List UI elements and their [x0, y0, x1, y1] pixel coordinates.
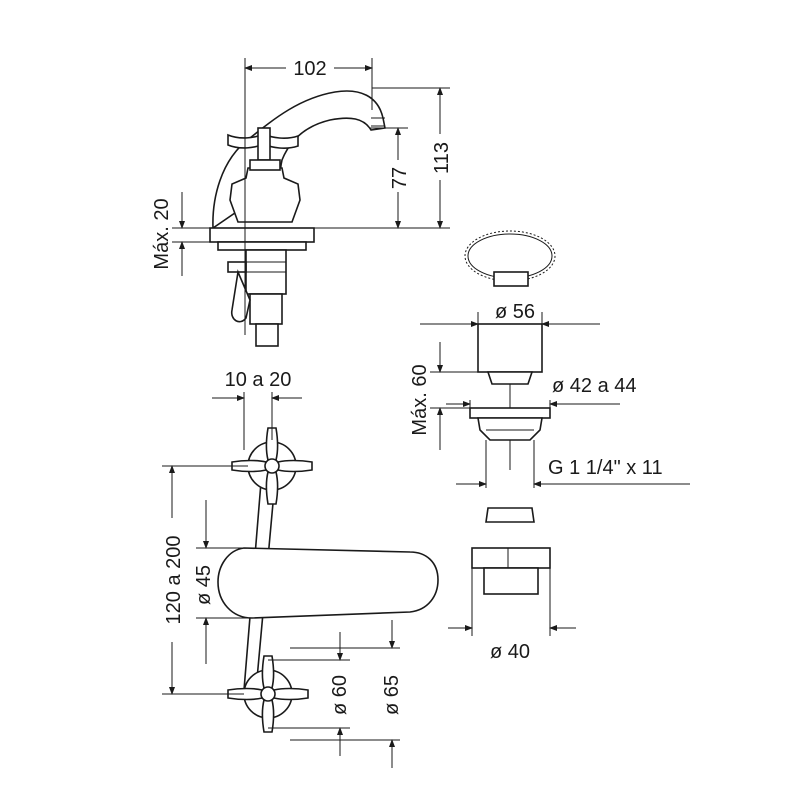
dim-chain-diameter: ø 56 [495, 301, 535, 323]
dim-spout-height: 77 [389, 167, 411, 189]
dim-total-height: 113 [431, 142, 453, 174]
waste-assembly: Máx. 60 ø 42 a 44 G 1 1/4" x 11 ø 40 [409, 312, 690, 663]
dim-spout-reach: 102 [293, 58, 326, 80]
lower-cross-handle [227, 655, 309, 733]
dim-waste-flange: ø 42 a 44 [552, 375, 637, 397]
dim-max-deck-right: Máx. 60 [409, 364, 431, 435]
dim-nut-diameter: ø 40 [490, 641, 530, 663]
dim-max-deck-left: Máx. 20 [151, 198, 173, 269]
dim-waste-thread: G 1 1/4" x 11 [548, 457, 663, 479]
chain-plug: ø 56 [464, 230, 556, 323]
upper-cross-handle [231, 427, 313, 505]
faucet-side-view: 102 77 113 Máx. 20 [151, 55, 453, 347]
dim-body-diameter: ø 45 [193, 565, 215, 605]
dim-rosette-65: ø 65 [381, 675, 403, 715]
dim-rosette-60: ø 60 [329, 675, 351, 715]
dim-handle-offset: 10 a 20 [225, 369, 292, 391]
dim-centers: 120 a 200 [163, 536, 185, 625]
faucet-top-view: 10 a 20 120 a 200 ø 45 ø 60 ø 65 [158, 369, 439, 768]
